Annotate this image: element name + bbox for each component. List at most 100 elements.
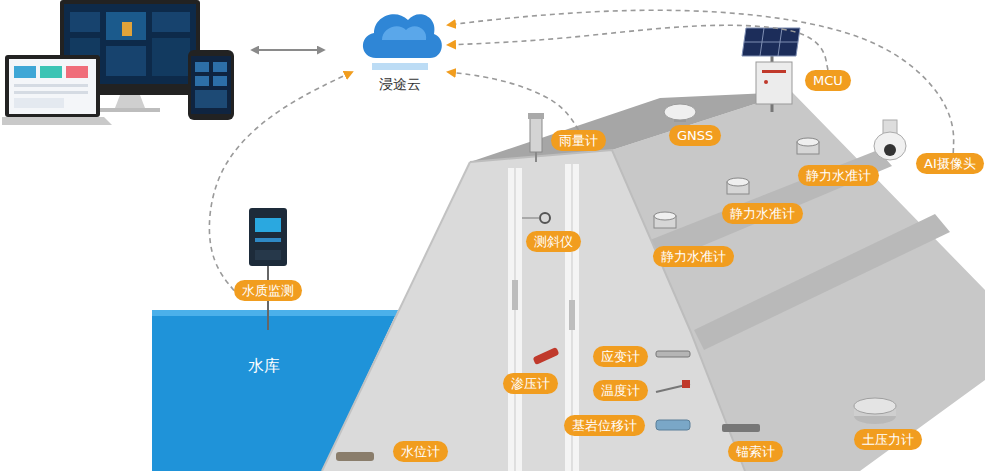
water-quality-device [255, 218, 281, 232]
mcu-station [742, 28, 800, 56]
desktop-monitor [152, 38, 190, 76]
water-quality-device [255, 238, 281, 242]
node-label: 土压力计 [862, 431, 914, 448]
node-label: AI摄像头 [924, 155, 976, 172]
thermometer-sensor [656, 380, 690, 392]
inclinometer-sensor [540, 213, 550, 223]
laptop [40, 66, 62, 78]
anchor-cable-sensor [722, 424, 760, 432]
displacement-sensor [656, 420, 690, 430]
node-label: 测斜仪 [534, 233, 573, 250]
node-label: 静力水准计 [806, 167, 871, 184]
phone [195, 90, 227, 108]
node-label: 基岩位移计 [572, 417, 637, 434]
double-arrow [252, 49, 324, 51]
desktop-monitor [106, 46, 146, 76]
laptop [2, 55, 112, 125]
thermometer-sensor [682, 380, 690, 388]
label-pill: 水质监测 [234, 280, 302, 301]
strain-gauge-sensor [656, 351, 690, 357]
dam-body [322, 150, 745, 471]
cloud-node: 浸途云 [352, 0, 448, 100]
node-label: 静力水准计 [661, 248, 726, 265]
earth-pressure-cell [854, 398, 896, 424]
desktop-monitor [64, 4, 196, 84]
label-pill: 静力水准计 [722, 203, 803, 224]
rain-gauge [528, 113, 544, 119]
label-pill: 渗压计 [503, 373, 558, 394]
water-quality-device [267, 266, 269, 280]
node-label: 静力水准计 [730, 205, 795, 222]
label-pill: 静力水准计 [653, 246, 734, 267]
node-label: 雨量计 [559, 132, 598, 149]
node-label: 应变计 [601, 348, 640, 365]
node-label: MCU [813, 72, 843, 89]
label-pill: 雨量计 [551, 130, 606, 151]
label-pill: 土压力计 [854, 429, 922, 450]
mcu-station [764, 80, 768, 84]
piezometer-sensor [533, 347, 560, 365]
dam-body [470, 150, 745, 471]
dam-body [470, 92, 792, 162]
inclinometer-tube [569, 300, 575, 330]
cloud-bar [372, 63, 428, 70]
node-label: 水位计 [401, 443, 440, 460]
phone [188, 50, 234, 120]
static-level-gauge [654, 212, 676, 220]
region-label: 水库 [248, 356, 280, 377]
dashed-connector [448, 10, 954, 153]
laptop [5, 55, 100, 117]
label-pill: GNSS [669, 125, 721, 146]
laptop [14, 66, 36, 78]
label-pill: MCU [805, 70, 851, 91]
label-pill: AI摄像头 [916, 153, 984, 174]
static-level-gauge [654, 138, 819, 228]
mcu-station [762, 70, 786, 73]
dashed-connector [209, 72, 352, 291]
dam-body [322, 162, 470, 471]
laptop [9, 59, 96, 114]
laptop [2, 117, 112, 125]
desktop-monitor [152, 12, 190, 32]
phone [195, 76, 209, 86]
cloud-shape [352, 0, 448, 72]
desktop-monitor [122, 22, 132, 36]
earth-pressure-cell [854, 398, 896, 414]
desktop-monitor [70, 12, 100, 32]
label-pill: 静力水准计 [798, 165, 879, 186]
gnss-antenna [664, 104, 696, 122]
phone [195, 62, 209, 72]
cloud-body [363, 14, 442, 58]
label-pill: 基岩位移计 [564, 415, 645, 436]
inclinometer-sensor [522, 213, 550, 223]
ai-camera [884, 144, 896, 156]
desktop-monitor [100, 108, 160, 112]
dam-body [694, 214, 950, 350]
label-pill: 温度计 [593, 380, 648, 401]
desktop-monitor [106, 12, 146, 40]
phone [213, 62, 227, 72]
node-label: 温度计 [601, 382, 640, 399]
node-label: 水质监测 [242, 282, 294, 299]
phone [188, 50, 234, 120]
water-quality-device [249, 208, 287, 266]
phone [213, 76, 227, 86]
mcu-station [744, 42, 798, 43]
mcu-station [742, 28, 800, 112]
phone [191, 56, 231, 114]
water-surface [152, 310, 398, 316]
mcu-station [756, 62, 792, 104]
rain-gauge [528, 113, 544, 162]
laptop [14, 98, 64, 108]
node-label: 浸途云 [352, 76, 448, 94]
laptop [66, 66, 88, 78]
water-quality-device [267, 300, 269, 330]
dashed-connector [448, 72, 579, 130]
dashed-connector [448, 25, 828, 70]
inclinometer-sensor [522, 218, 540, 219]
inclinometer-tube [515, 168, 516, 471]
